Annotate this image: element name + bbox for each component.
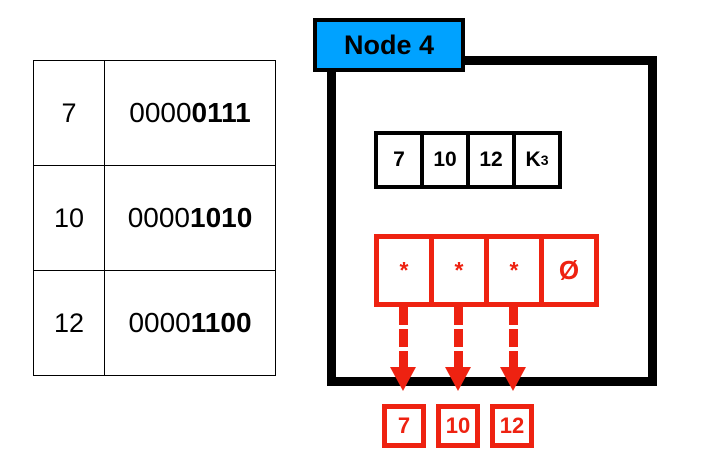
pointer-symbol-icon: *: [509, 257, 519, 283]
pointer-cell: *: [374, 234, 434, 307]
pointer-symbol-icon: *: [399, 257, 409, 283]
binary-representation-table: 7 00000111 10 00001010 12 00001100: [33, 60, 276, 376]
key-cell: 7: [374, 131, 424, 189]
binary-value-cell: 00000111: [104, 60, 276, 166]
pointer-cell: *: [484, 234, 544, 307]
arrow-shaft: [454, 307, 463, 369]
node-frame-border: [327, 56, 657, 386]
pointer-array: * * * Ø: [374, 234, 599, 307]
decimal-value-cell: 10: [33, 165, 105, 271]
binary-prefix: 0000: [128, 307, 191, 338]
arrow-head: [445, 367, 471, 391]
binary-prefix: 0000: [129, 97, 192, 128]
binary-value-cell: 00001100: [104, 270, 276, 376]
key-cell-text: 7: [393, 148, 405, 171]
arrow-shaft: [509, 307, 518, 369]
result-box: 12: [490, 404, 534, 448]
pointer-cell: *: [429, 234, 489, 307]
table-row: 12 00001100: [33, 270, 276, 376]
key-cell-text: K: [525, 148, 541, 171]
result-box-row: 7 10 12: [382, 404, 534, 448]
result-box: 7: [382, 404, 426, 448]
table-row: 7 00000111: [33, 60, 276, 166]
key-cell: 12: [466, 131, 516, 189]
binary-suffix: 1010: [190, 202, 253, 233]
arrow-head: [390, 367, 416, 391]
decimal-value-cell: 12: [33, 270, 105, 376]
arrow-head: [500, 367, 526, 391]
binary-value-cell: 00001010: [104, 165, 276, 271]
node-title-label: Node 4: [313, 18, 465, 72]
key-cell: 10: [420, 131, 470, 189]
key-cell-text: 12: [479, 148, 503, 171]
binary-prefix: 0000: [127, 202, 190, 233]
table-row: 10 00001010: [33, 165, 276, 271]
key-cell-subscript: 3: [540, 152, 549, 168]
binary-suffix: 1100: [190, 307, 252, 338]
pointer-symbol-icon: *: [454, 257, 464, 283]
decimal-value-cell: 7: [33, 60, 105, 166]
arrow-shaft: [399, 307, 408, 369]
key-cell-text: 10: [433, 148, 457, 171]
table-body: 7 00000111 10 00001010 12 00001100: [33, 60, 276, 376]
pointer-cell: Ø: [539, 234, 599, 307]
result-box: 10: [436, 404, 480, 448]
binary-suffix: 0111: [191, 97, 251, 128]
null-pointer-icon: Ø: [558, 255, 580, 285]
